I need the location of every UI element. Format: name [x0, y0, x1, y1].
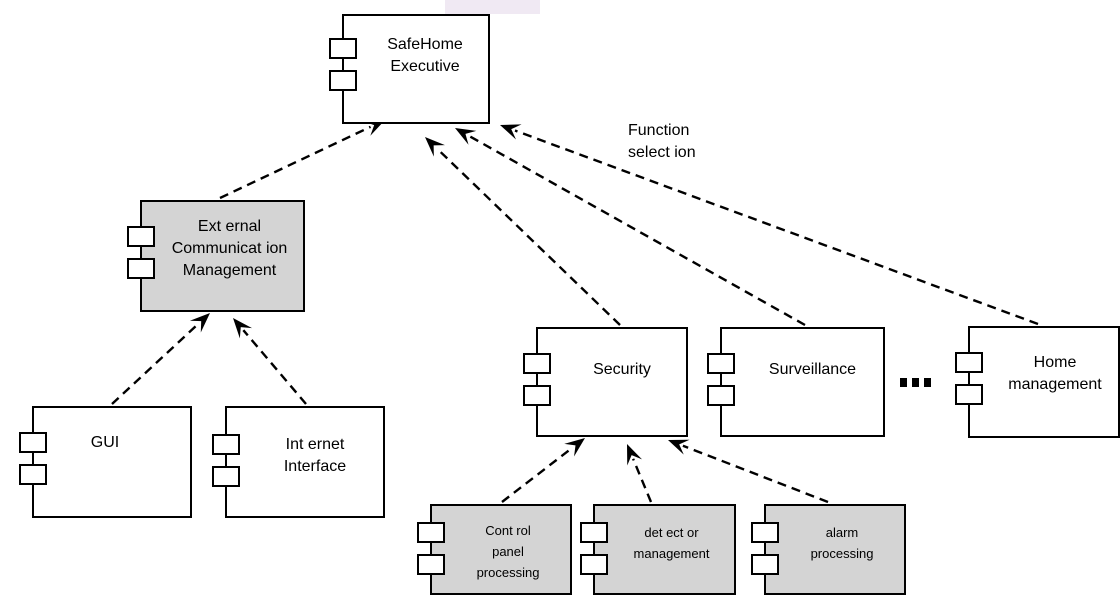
component-label: det ect or management — [633, 525, 710, 561]
dependency-line-internet-interface-to-external-communication-management — [242, 329, 307, 405]
component-port-icon — [329, 70, 357, 91]
component-gui[interactable]: GUI — [19, 406, 192, 518]
arrowhead-icon — [425, 137, 445, 157]
component-port-icon — [417, 554, 445, 575]
dependency-line-gui-to-external-communication-management — [111, 323, 200, 405]
dependency-line-home-management-to-safehome-executive — [514, 129, 1039, 326]
component-internet-interface[interactable]: Int ernet Interface — [212, 406, 385, 518]
component-port-icon — [19, 464, 47, 485]
component-port-icon — [212, 466, 240, 487]
component-alarm-processing[interactable]: alarm processing — [751, 504, 906, 595]
arrowhead-icon — [233, 318, 253, 339]
arrowhead-icon — [500, 124, 522, 140]
component-detector-management[interactable]: det ect or management — [580, 504, 736, 595]
component-port-icon — [417, 522, 445, 543]
dependency-line-surveillance-to-safehome-executive — [468, 134, 806, 327]
component-port-icon — [523, 385, 551, 406]
component-label: Int ernet Interface — [283, 436, 347, 475]
component-label: Ext ernal Communicat ion Management — [171, 218, 288, 279]
component-port-icon — [955, 352, 983, 373]
component-port-icon — [580, 522, 608, 543]
component-security[interactable]: Security — [523, 327, 688, 437]
dependency-line-security-to-safehome-executive — [435, 147, 621, 326]
component-label: GUI — [90, 434, 120, 451]
function-selection-note: Function select ion — [628, 122, 696, 161]
more-components-ellipsis — [900, 378, 931, 387]
dependency-line-detector-management-to-security — [632, 458, 653, 503]
component-port-icon — [329, 38, 357, 59]
component-port-icon — [580, 554, 608, 575]
component-control-panel-processing[interactable]: Cont rol panel processing — [417, 504, 572, 595]
component-external-communication-management[interactable]: Ext ernal Communicat ion Management — [127, 200, 305, 312]
component-label: Home management — [1008, 354, 1102, 393]
component-label: Surveillance — [768, 361, 857, 378]
component-port-icon — [707, 353, 735, 374]
arrowhead-icon — [668, 439, 690, 455]
component-port-icon — [127, 226, 155, 247]
component-port-icon — [523, 353, 551, 374]
arrowhead-icon — [455, 128, 477, 145]
component-port-icon — [707, 385, 735, 406]
dependency-line-alarm-processing-to-security — [682, 444, 829, 504]
component-label: Cont rol panel processing — [476, 523, 540, 580]
component-safehome-executive[interactable]: SafeHome Executive — [329, 14, 490, 124]
component-port-icon — [127, 258, 155, 279]
dependency-line-external-communication-management-to-safehome-executive — [219, 125, 372, 200]
component-port-icon — [955, 384, 983, 405]
dependency-line-control-panel-processing-to-security — [501, 446, 574, 503]
arrowhead-icon — [627, 444, 643, 466]
component-port-icon — [751, 522, 779, 543]
component-label: SafeHome Executive — [387, 36, 463, 75]
arrowhead-icon — [189, 313, 210, 333]
component-label: Security — [593, 361, 651, 378]
component-label: alarm processing — [810, 525, 874, 561]
arrowhead-icon — [564, 438, 585, 457]
component-surveillance[interactable]: Surveillance — [707, 327, 885, 437]
watermark-smudge — [445, 0, 540, 14]
component-home-management[interactable]: Home management — [955, 326, 1120, 438]
component-port-icon — [751, 554, 779, 575]
component-port-icon — [19, 432, 47, 453]
component-port-icon — [212, 434, 240, 455]
